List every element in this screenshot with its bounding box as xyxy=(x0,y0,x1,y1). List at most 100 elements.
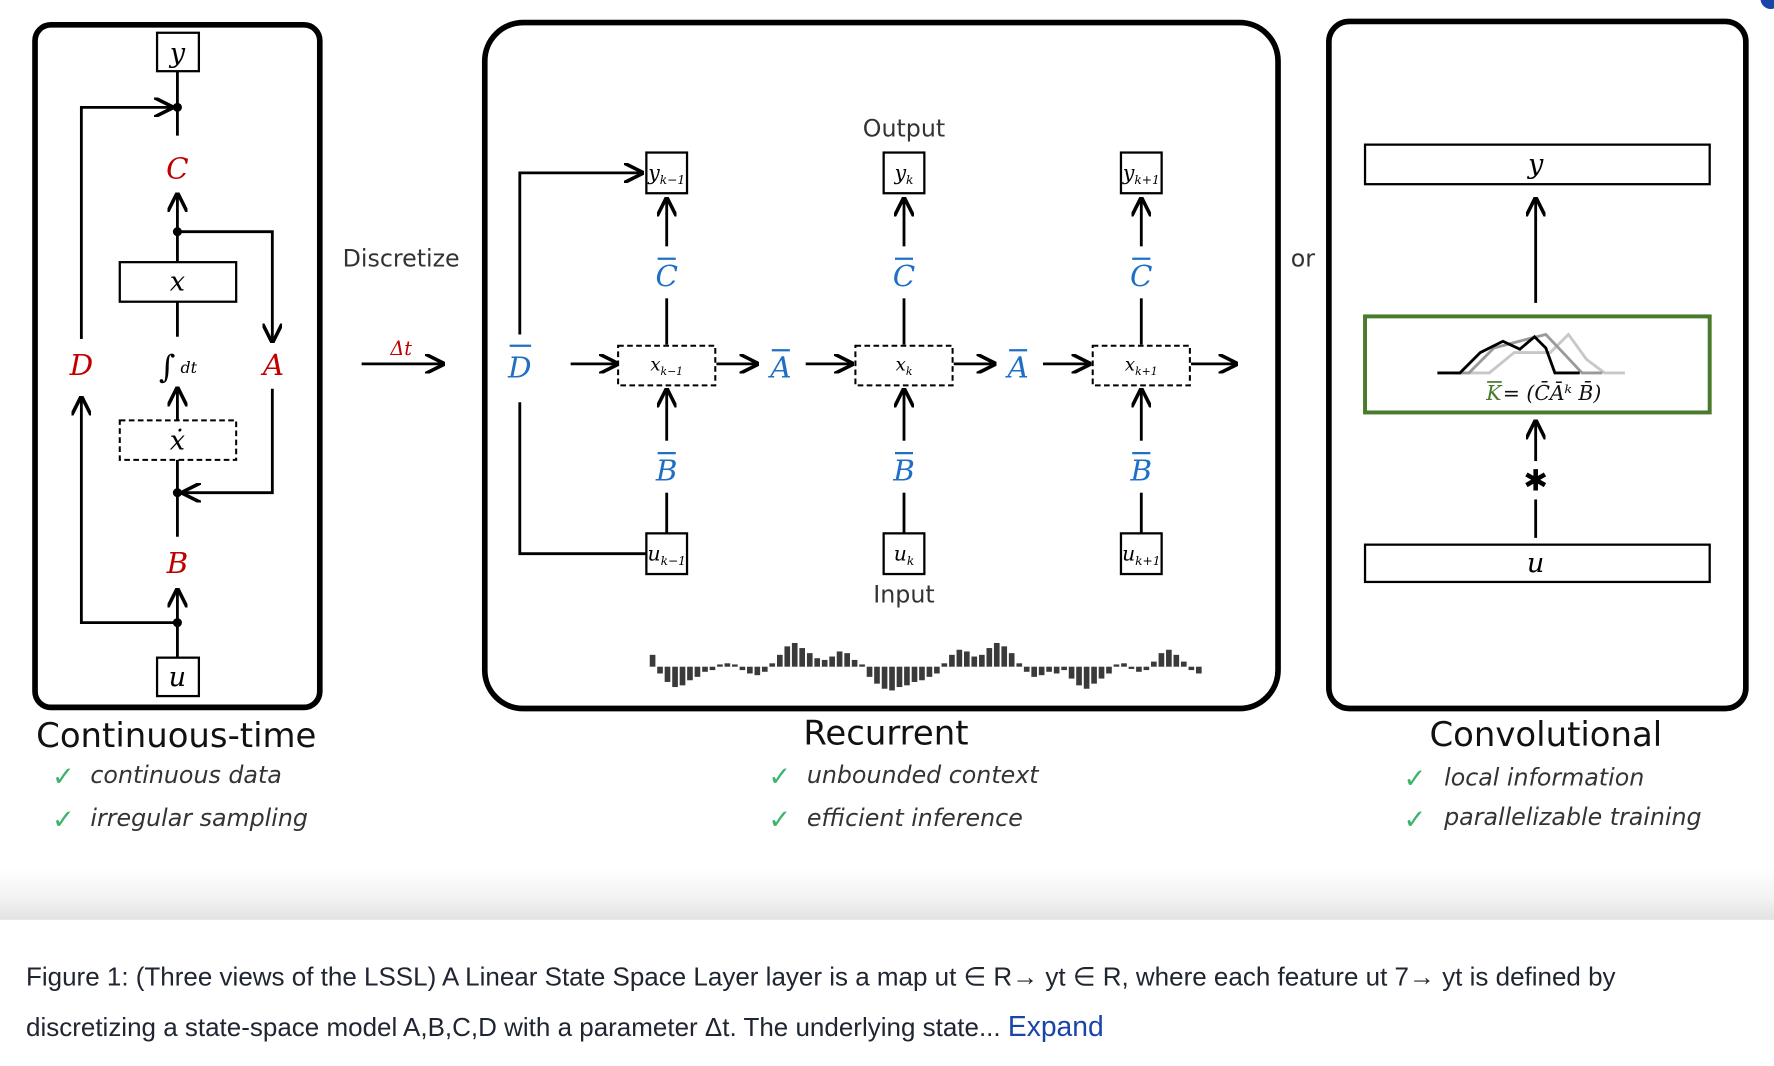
caption-text: Figure 1: (Three views of the LSSL) A Li… xyxy=(25,961,1616,1042)
output-label: Output xyxy=(863,115,945,143)
node-y-label: y xyxy=(169,38,186,69)
signal-bar xyxy=(1076,666,1082,686)
signal-bar xyxy=(664,666,671,682)
figure-fade-overlay xyxy=(0,867,1774,920)
output-node-label: yk+1 xyxy=(1122,161,1160,188)
signal-bar xyxy=(1083,666,1090,689)
output-node-box xyxy=(645,151,689,195)
signal-bar xyxy=(776,654,783,667)
lssl-figure: y C x D ∫ dt A ẋ B u Continuous-time xyxy=(32,18,1749,835)
discretize-label: Discretize xyxy=(343,245,460,273)
state-node-box xyxy=(854,344,954,387)
signal-bar xyxy=(1121,663,1127,667)
node-u-box xyxy=(155,656,201,698)
discretize-step: Discretize Δt xyxy=(343,245,460,364)
output-node-label: yk−1 xyxy=(647,161,685,188)
signal-bar xyxy=(1023,666,1030,672)
check-icon: ✓ xyxy=(1403,804,1426,835)
expand-link[interactable]: Expand xyxy=(1007,1011,1104,1043)
conv-u-box xyxy=(1363,543,1711,584)
param-c: C xyxy=(166,152,188,186)
kernel-symbol: K xyxy=(1485,381,1503,405)
signal-bar xyxy=(979,654,985,667)
signal-bar xyxy=(769,663,776,667)
signal-bar xyxy=(1091,666,1097,684)
signal-bar xyxy=(836,651,843,667)
convolutional-feature-2: parallelizable training xyxy=(1443,803,1701,831)
signal-bar xyxy=(709,666,716,671)
a-feedback-arrow xyxy=(183,388,274,493)
signal-bar xyxy=(1158,653,1165,667)
signal-bar xyxy=(911,666,918,682)
signal-bar xyxy=(919,666,925,681)
signal-bar xyxy=(799,648,806,667)
signal-bar xyxy=(993,642,1000,667)
continuous-feature-1: continuous data xyxy=(90,761,281,789)
signal-bar xyxy=(1016,663,1023,667)
signal-bar xyxy=(784,646,791,667)
signal-bar xyxy=(761,666,768,672)
param-b-bar: B xyxy=(655,453,678,487)
node-x-box xyxy=(118,261,238,303)
input-node-box xyxy=(1119,532,1163,576)
kernel-box xyxy=(1363,314,1712,415)
delta-t-label: Δt xyxy=(389,337,412,360)
state-node-label: xk−1 xyxy=(650,355,683,379)
signal-bar xyxy=(934,666,940,674)
signal-bar xyxy=(649,654,656,667)
signal-bar xyxy=(964,651,970,667)
signal-bar xyxy=(844,653,850,667)
signal-bar xyxy=(821,659,828,667)
signal-bar xyxy=(657,666,663,674)
convolutional-heading: Convolutional xyxy=(1430,715,1663,754)
signal-bar xyxy=(687,666,693,681)
param-d: D xyxy=(69,348,94,382)
signal-bar xyxy=(1188,666,1195,671)
signal-bar xyxy=(1046,666,1052,672)
check-icon: ✓ xyxy=(52,804,75,835)
recurrent-feature-2: efficient inference xyxy=(807,804,1023,832)
u-to-d-arrow xyxy=(81,398,178,625)
signal-bar xyxy=(829,656,835,667)
continuous-heading: Continuous-time xyxy=(36,716,316,755)
param-b-bar: B xyxy=(1130,453,1153,487)
signal-bar xyxy=(896,666,903,688)
state-node-label: xk xyxy=(896,355,913,379)
recurrent-feature-1: unbounded context xyxy=(807,761,1040,789)
param-b-bar: B xyxy=(892,453,915,487)
signal-bar xyxy=(889,666,895,691)
integral-dt: dt xyxy=(180,358,197,377)
kernel-curve xyxy=(1437,334,1580,375)
param-a: A xyxy=(260,348,284,382)
signal-bar xyxy=(1008,653,1015,667)
junction-dot xyxy=(172,488,182,498)
signal-bar xyxy=(814,658,821,667)
recurrent-panel-frame xyxy=(481,19,1281,712)
param-c-bar: C xyxy=(1130,259,1152,293)
signal-bar xyxy=(949,654,955,667)
state-node-box xyxy=(1091,344,1191,387)
output-node-box xyxy=(882,151,926,195)
signal-bar xyxy=(1038,666,1045,676)
signal-bar xyxy=(754,666,761,676)
d-bar-to-output-arrow xyxy=(518,173,642,335)
input-signal-bars xyxy=(649,642,1202,691)
param-a-bar: A xyxy=(767,350,791,384)
signal-bar xyxy=(672,666,678,688)
recurrent-heading: Recurrent xyxy=(803,714,968,753)
signal-bar xyxy=(1136,666,1142,672)
signal-bar xyxy=(1151,661,1157,667)
conv-y-label: y xyxy=(1527,149,1544,180)
convolutional-feature-1: local information xyxy=(1444,763,1644,791)
signal-bar xyxy=(1001,646,1008,667)
conv-u-label: u xyxy=(1527,548,1544,579)
check-icon: ✓ xyxy=(52,761,75,792)
signal-bar xyxy=(941,663,948,667)
continuous-panel-frame xyxy=(32,22,323,711)
signal-bar xyxy=(866,666,873,677)
junction-dot xyxy=(172,102,182,112)
signal-bar xyxy=(702,666,708,672)
corner-indicator xyxy=(1760,0,1774,10)
